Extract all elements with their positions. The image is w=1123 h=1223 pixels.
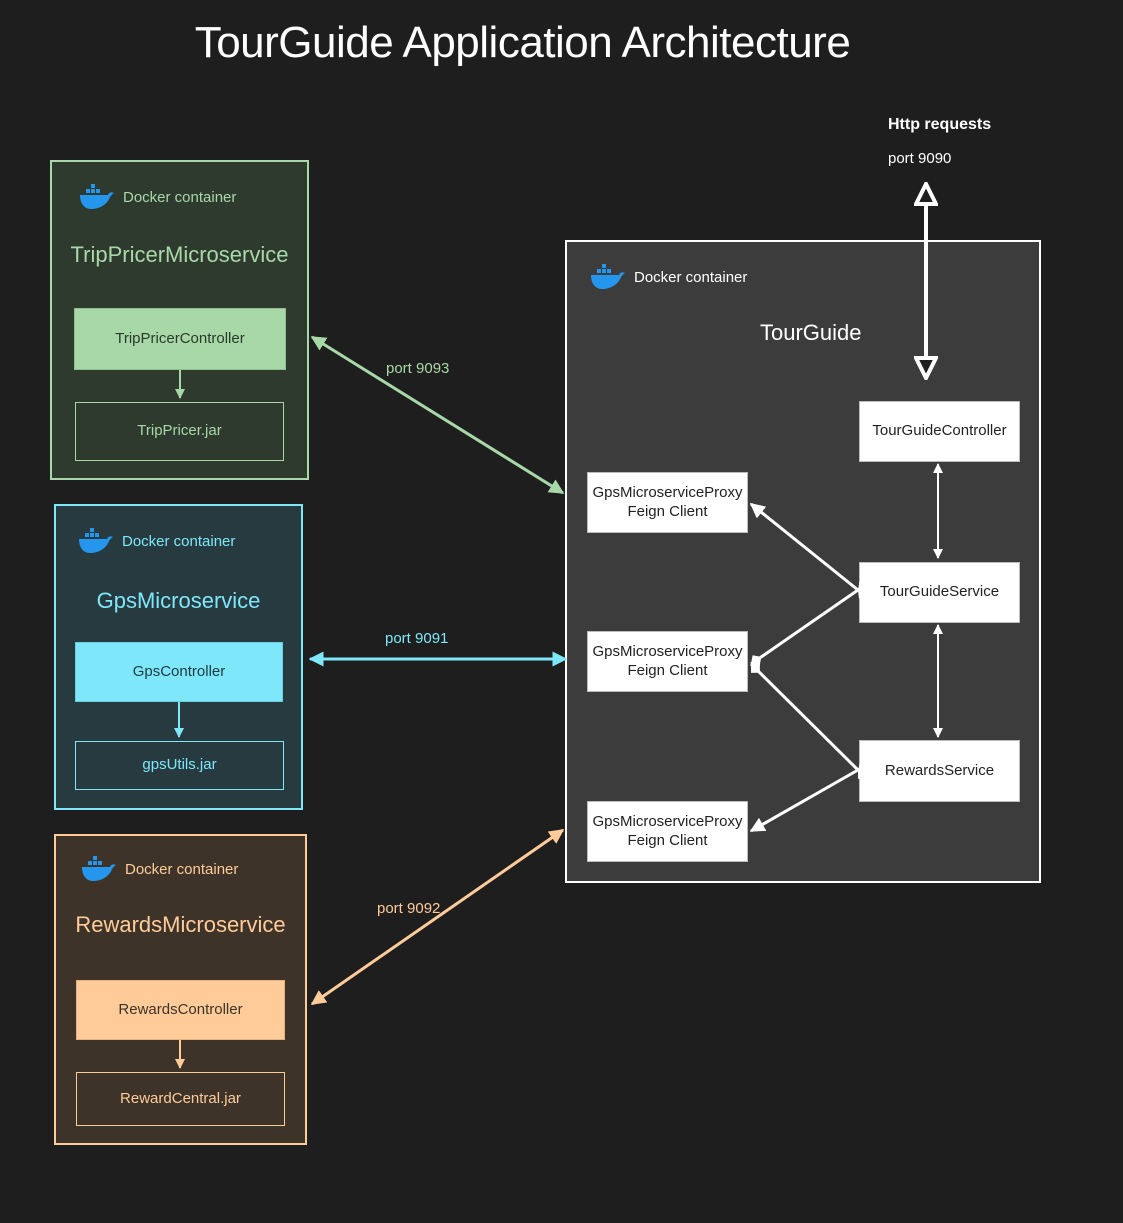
- proxy-type: Feign Client: [627, 661, 708, 679]
- service-proxy2-arrow: [750, 581, 869, 666]
- tourguide-docker-header: Docker container: [590, 264, 747, 290]
- rewards-jar-box: RewardCentral.jar: [76, 1072, 285, 1126]
- proxy-name: GpsMicroserviceProxy: [592, 483, 743, 501]
- docker-container-label: Docker container: [125, 860, 239, 878]
- rewards-controller-box: RewardsController: [76, 980, 285, 1040]
- docker-icon: [80, 184, 114, 209]
- rewards-service-box: RewardsService: [859, 740, 1020, 802]
- page-title: TourGuide Application Architecture: [194, 18, 851, 67]
- gps-container: Docker container GpsMicroservice GpsCont…: [54, 504, 303, 810]
- rewards-proxy2-arrow: [749, 662, 867, 779]
- rewards-service-title: RewardsMicroservice: [75, 912, 286, 937]
- http-port-label: port 9090: [888, 150, 952, 167]
- gps-service-title: GpsMicroservice: [96, 588, 261, 613]
- trip-pricer-container: Docker container TripPricerMicroservice …: [50, 160, 309, 480]
- trip-pricer-connection-arrow: [310, 335, 565, 495]
- docker-icon: [591, 264, 625, 289]
- proxy-type: Feign Client: [627, 502, 708, 520]
- service-proxy1-arrow: [749, 502, 868, 599]
- docker-container-label: Docker container: [634, 268, 748, 286]
- gps-jar-box: gpsUtils.jar: [75, 741, 284, 790]
- http-requests-label: Http requests: [888, 116, 992, 133]
- docker-icon: [82, 856, 116, 881]
- gps-proxy-box-1: GpsMicroserviceProxy Feign Client: [587, 472, 748, 533]
- rewards-connection-arrow: [310, 828, 565, 1006]
- proxy-type: Feign Client: [627, 831, 708, 849]
- proxy-name: GpsMicroserviceProxy: [592, 812, 743, 830]
- gps-controller-box: GpsController: [75, 642, 283, 702]
- trip-pricer-docker-header: Docker container: [79, 184, 236, 210]
- tourguide-title: TourGuide: [760, 320, 862, 345]
- rewards-container: Docker container RewardsMicroservice Rew…: [54, 834, 307, 1145]
- docker-icon: [79, 528, 113, 553]
- tourguide-service-box: TourGuideService: [859, 562, 1020, 623]
- proxy-name: GpsMicroserviceProxy: [592, 642, 743, 660]
- rewards-proxy3-arrow: [749, 761, 869, 833]
- gps-proxy-box-3: GpsMicroserviceProxy Feign Client: [587, 801, 748, 862]
- gps-docker-header: Docker container: [78, 528, 235, 554]
- trip-pricer-service-title: TripPricerMicroservice: [70, 242, 289, 267]
- tourguide-controller-box: TourGuideController: [859, 401, 1020, 462]
- docker-container-label: Docker container: [123, 188, 237, 206]
- docker-container-label: Docker container: [122, 532, 236, 550]
- trip-pricer-jar-box: TripPricer.jar: [75, 402, 284, 461]
- trip-pricer-controller-box: TripPricerController: [74, 308, 286, 370]
- rewards-docker-header: Docker container: [81, 856, 238, 882]
- gps-proxy-box-2: GpsMicroserviceProxy Feign Client: [587, 631, 748, 692]
- gps-port-label: port 9091: [385, 630, 449, 647]
